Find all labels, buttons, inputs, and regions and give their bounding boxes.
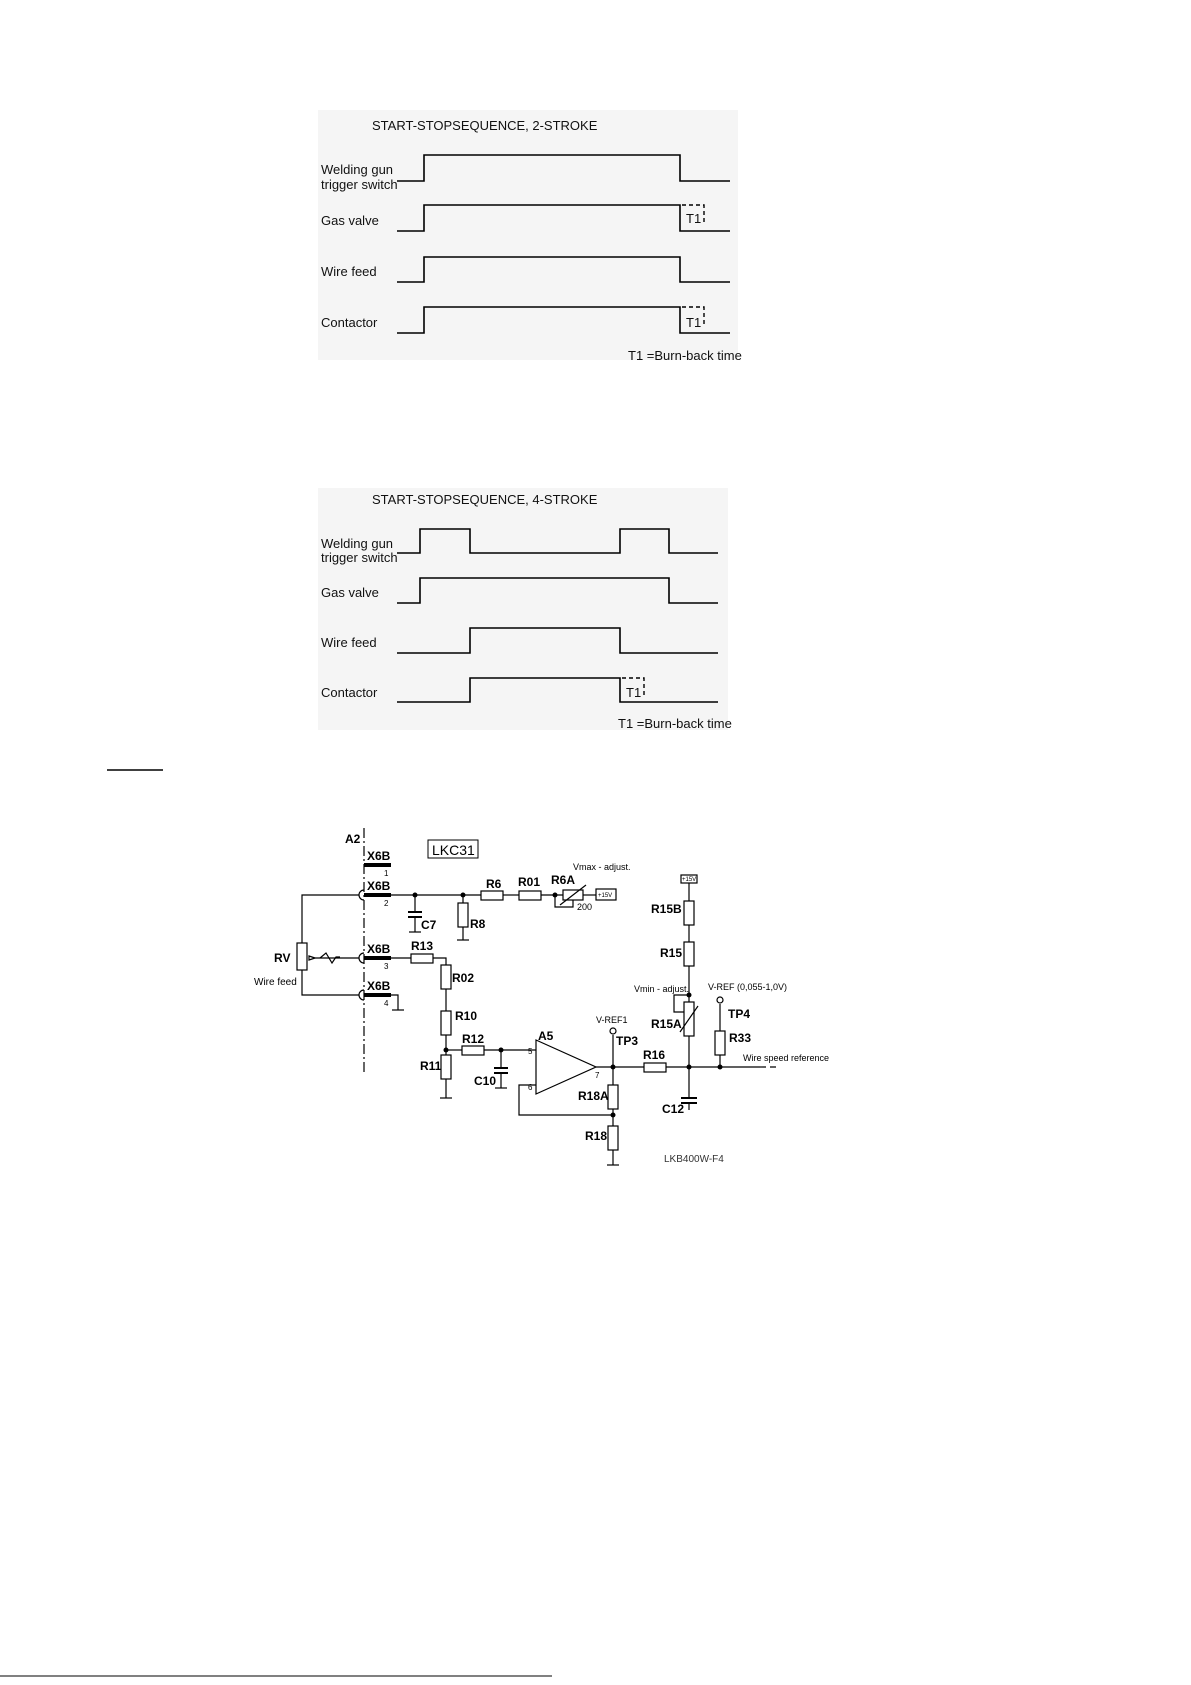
row4-label-gas-valve: Gas valve xyxy=(321,585,379,600)
label-r6a: R6A xyxy=(551,873,575,887)
label-c10: C10 xyxy=(474,1074,496,1088)
label-plus15: +15V xyxy=(598,893,612,899)
label-pin5: 5 xyxy=(528,1047,533,1056)
opamp-a5 xyxy=(535,1039,598,1095)
r6-body xyxy=(480,890,504,901)
label-r6: R6 xyxy=(486,877,502,891)
row4-label-trigger-line2: trigger switch xyxy=(321,550,398,565)
label-board-box: LKC31 xyxy=(432,842,475,858)
label-plus15b: +15V xyxy=(682,877,696,883)
label-a5: A5 xyxy=(538,1029,554,1043)
label-vmax: Vmax - adjust. xyxy=(573,862,631,872)
feedback-wire xyxy=(518,1084,613,1116)
label-r01: R01 xyxy=(518,875,540,889)
r18-body xyxy=(607,1125,619,1151)
label-tp3: TP3 xyxy=(616,1034,638,1048)
label-r13: R13 xyxy=(411,939,433,953)
label-x6b-1: X6B xyxy=(367,849,391,863)
label-r6a-value: 200 xyxy=(577,902,592,912)
label-r10: R10 xyxy=(455,1009,477,1023)
row-label-wire-feed: Wire feed xyxy=(321,264,377,279)
label-r16: R16 xyxy=(643,1048,665,1062)
label-wire-feed: Wire feed xyxy=(254,977,297,988)
rv-mechanical-link xyxy=(319,952,340,965)
r33-body xyxy=(714,1030,726,1056)
r15-body xyxy=(683,941,695,967)
label-x6b-3: X6B xyxy=(367,942,391,956)
label-r8: R8 xyxy=(470,917,486,931)
burn-back-note: T1 =Burn-back time xyxy=(628,348,742,363)
label-drawing-id: LKB400W-F4 xyxy=(664,1154,724,1165)
r11-body xyxy=(440,1054,452,1080)
rv-wiper-arrow xyxy=(308,955,316,961)
row-label-trigger-line1: Welding gun xyxy=(321,162,394,177)
label-pin6: 6 xyxy=(528,1083,533,1092)
rv-bottom-wire xyxy=(301,970,359,996)
label-r33: R33 xyxy=(729,1031,751,1045)
pin-num-1: 1 xyxy=(384,869,389,878)
board-box-frame xyxy=(427,839,479,859)
plug4 xyxy=(358,989,365,1001)
label-x6b-4: X6B xyxy=(367,979,391,993)
label-r02: R02 xyxy=(452,971,474,985)
rv-top-wire xyxy=(301,894,359,943)
pin-num-2: 2 xyxy=(384,899,389,908)
pin-num-3: 3 xyxy=(384,962,389,971)
r16-body xyxy=(643,1062,667,1073)
r8-body xyxy=(457,902,469,928)
label-vref1: V-REF1 xyxy=(596,1015,628,1025)
label-c12: C12 xyxy=(662,1102,684,1116)
row4-label-contactor: Contactor xyxy=(321,685,378,700)
label-board: A2 xyxy=(345,832,361,846)
pin4-ground-wire xyxy=(391,994,399,1010)
label-pin7: 7 xyxy=(595,1071,600,1080)
r13-body xyxy=(410,953,434,964)
label-r15b: R15B xyxy=(651,902,682,916)
label-r18a: R18A xyxy=(578,1089,609,1103)
label-vmin: Vmin - adjust. xyxy=(634,984,689,994)
label-rv: RV xyxy=(274,951,290,965)
row4-label-wire-feed: Wire feed xyxy=(321,635,377,650)
rv-body xyxy=(296,942,308,971)
r12-body xyxy=(461,1045,485,1056)
r6a-supply-box xyxy=(595,888,617,901)
label-tp4: TP4 xyxy=(728,1007,750,1021)
r01-body xyxy=(518,890,542,901)
r15b-body xyxy=(683,900,695,926)
label-r12: R12 xyxy=(462,1032,484,1046)
r10-body xyxy=(440,1010,452,1036)
row4-label-trigger-line1: Welding gun xyxy=(321,536,394,551)
label-c7: C7 xyxy=(421,918,437,932)
burn-back-note-4: T1 =Burn-back time xyxy=(618,716,732,731)
label-r18: R18 xyxy=(585,1129,607,1143)
r18a-body xyxy=(607,1084,619,1110)
label-vref: V-REF (0,055-1,0V) xyxy=(708,982,787,992)
plug2 xyxy=(358,889,365,901)
pin-num-4: 4 xyxy=(384,999,389,1008)
label-r15a: R15A xyxy=(651,1017,682,1031)
timing-4stroke-title: START-STOPSEQUENCE, 4-STROKE xyxy=(372,492,598,507)
timing-2stroke-title: START-STOPSEQUENCE, 2-STROKE xyxy=(372,118,598,133)
label-wire-speed: Wire speed reference xyxy=(743,1053,829,1063)
r02-body xyxy=(440,964,452,990)
label-r15: R15 xyxy=(660,946,682,960)
label-x6b-2: X6B xyxy=(367,879,391,893)
row-label-gas-valve: Gas valve xyxy=(321,213,379,228)
row-label-contactor: Contactor xyxy=(321,315,378,330)
label-r11: R11 xyxy=(420,1059,442,1073)
row-label-trigger-line2: trigger switch xyxy=(321,177,398,192)
plug3 xyxy=(358,952,365,964)
